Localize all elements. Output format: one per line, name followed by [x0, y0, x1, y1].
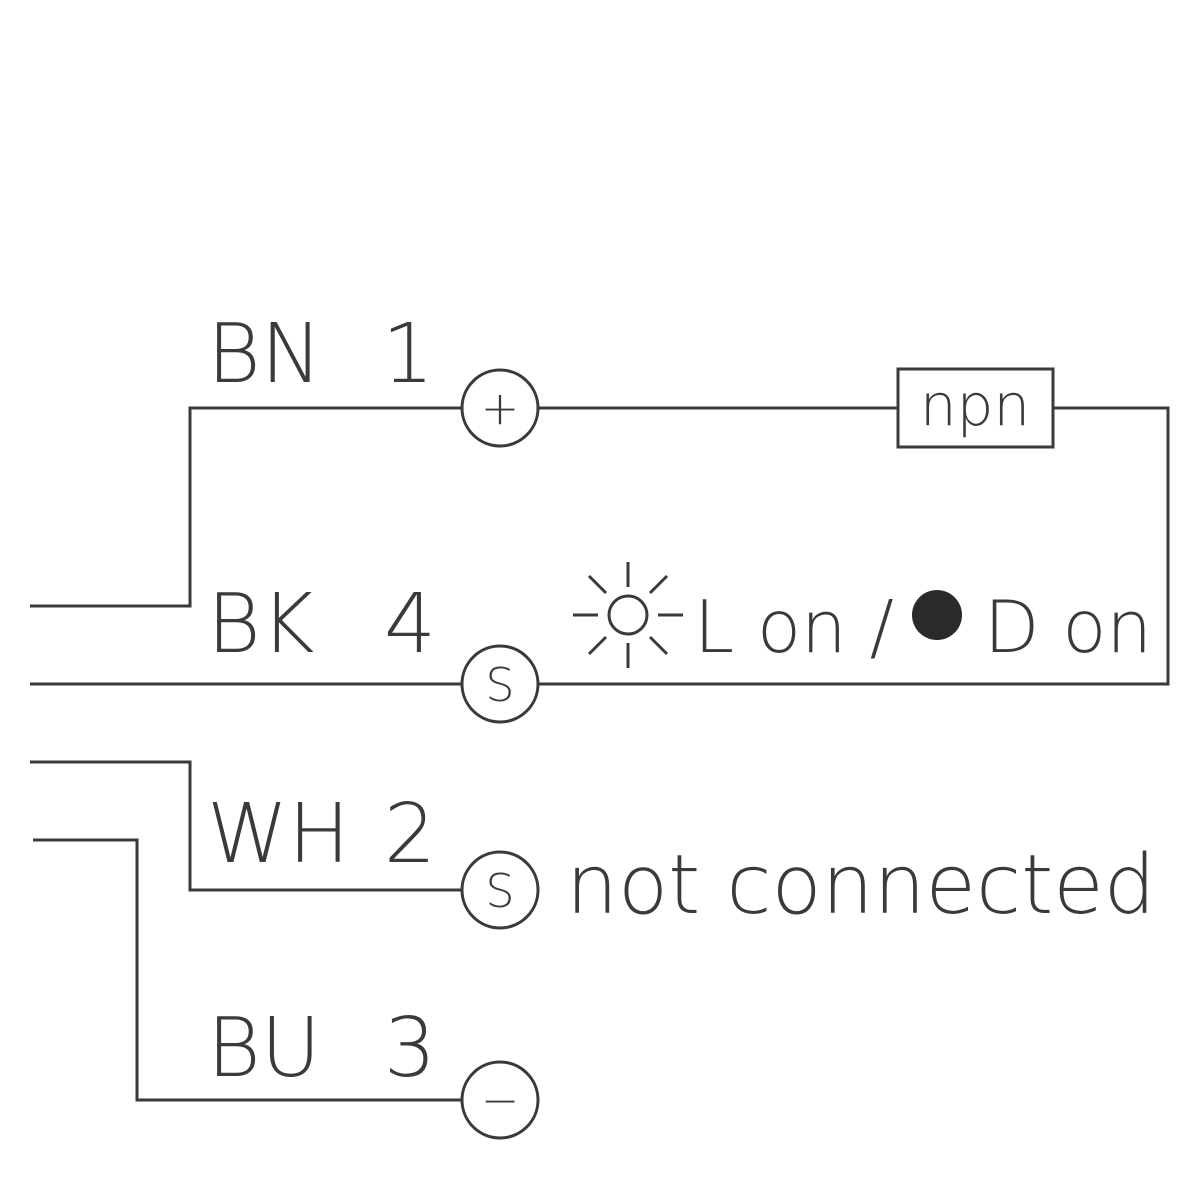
- pin-number-4: 4: [384, 577, 436, 672]
- pin-number-3: 3: [384, 1001, 436, 1096]
- wire-color-bu: BU: [207, 1001, 321, 1096]
- wire-bu: [33, 838, 462, 1102]
- terminal-pin-4: S: [460, 644, 540, 724]
- signal-symbol: S: [485, 864, 514, 918]
- wire-color-bn: BN: [207, 307, 322, 402]
- terminal-pin-1: +: [460, 368, 540, 448]
- plus-symbol: +: [481, 381, 520, 435]
- wire-color-wh: WH: [207, 787, 350, 882]
- pin-number-2: 2: [384, 787, 436, 882]
- filled-circle-icon: [912, 590, 962, 640]
- wire-wh: [30, 760, 462, 892]
- pin-number-1: 1: [382, 307, 434, 402]
- light-on-label: L on /: [694, 585, 894, 669]
- signal-symbol: S: [485, 658, 514, 712]
- terminal-pin-2: S: [460, 850, 540, 930]
- npn-box: [896, 367, 1055, 449]
- wire-bn: [30, 406, 462, 608]
- wire-color-bk: BK: [207, 577, 314, 672]
- dark-on-label: D on: [984, 585, 1152, 669]
- terminal-pin-3: −: [460, 1060, 540, 1140]
- sun-icon: [573, 562, 683, 668]
- npn-label: npn: [920, 371, 1030, 439]
- minus-symbol: −: [481, 1073, 520, 1127]
- not-connected-note: not connected: [566, 838, 1156, 933]
- wire-npn-return: [539, 406, 1170, 686]
